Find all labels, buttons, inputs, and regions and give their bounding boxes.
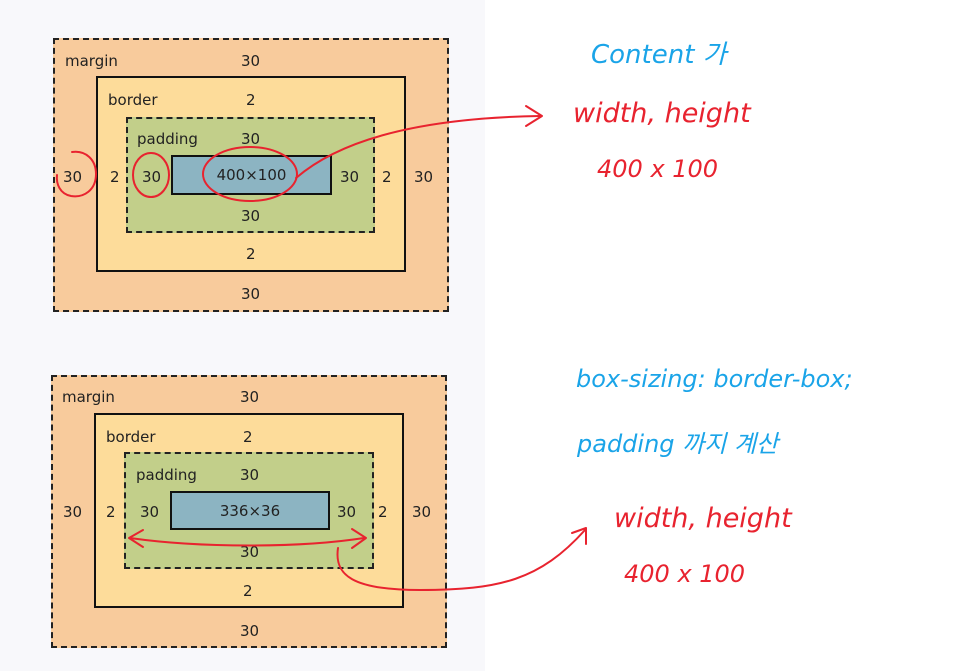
padding-right-value: 30: [340, 168, 360, 186]
content-size-label: 400×100: [216, 166, 287, 184]
content-size-label: 336×36: [219, 501, 281, 520]
padding-label: padding: [137, 130, 198, 148]
note-width-height-bottom: width, height: [614, 503, 792, 534]
note-width-height-top: width, height: [573, 98, 751, 129]
margin-left-value: 30: [63, 168, 83, 186]
arrow-head-bottom: [571, 527, 587, 545]
margin-label: margin: [62, 388, 115, 406]
margin-bottom-value: 30: [241, 285, 261, 303]
border-left-value: 2: [110, 168, 120, 186]
border-top-value: 2: [246, 91, 256, 109]
border-bottom-value: 2: [246, 245, 256, 263]
double-arrow-right-head: [351, 528, 367, 549]
padding-top-value: 30: [241, 130, 261, 148]
circle-margin-left: [55, 150, 97, 198]
double-arrow-width: [129, 537, 365, 547]
padding-bottom-value: 30: [241, 207, 261, 225]
arrow-head-top: [525, 105, 543, 127]
border-right-value: 2: [378, 503, 388, 521]
note-box-sizing: box-sizing: border-box;: [576, 365, 853, 393]
padding-left-value: 30: [142, 168, 162, 186]
margin-left-value: 30: [63, 503, 83, 521]
note-size-bottom: 400 x 100: [624, 560, 746, 588]
margin-right-value: 30: [414, 168, 434, 186]
padding-top-value: 30: [240, 466, 260, 484]
padding-right-value: 30: [337, 503, 357, 521]
margin-top-value: 30: [241, 52, 261, 70]
circle-padding-left: [132, 152, 170, 198]
padding-label: padding: [136, 466, 197, 484]
content-area: 336×36: [170, 491, 330, 530]
content-area: 400×100: [171, 155, 332, 195]
arrow-to-bottom-note: [336, 529, 586, 591]
margin-right-value: 30: [412, 503, 432, 521]
arrow-to-top-note: [295, 115, 541, 179]
note-padding-calc: padding 까지 계산: [577, 430, 779, 458]
margin-label: margin: [65, 52, 118, 70]
double-arrow-left-head: [128, 529, 144, 548]
margin-bottom-value: 30: [240, 622, 260, 640]
padding-left-value: 30: [140, 503, 160, 521]
note-size-top: 400 x 100: [597, 155, 719, 183]
border-label: border: [108, 91, 158, 109]
border-bottom-value: 2: [243, 582, 253, 600]
circle-content-size: [202, 146, 298, 202]
margin-top-value: 30: [240, 388, 260, 406]
padding-bottom-value: 30: [240, 543, 260, 561]
border-top-value: 2: [243, 428, 253, 446]
border-right-value: 2: [382, 168, 392, 186]
border-left-value: 2: [106, 503, 116, 521]
note-content: Content 가: [591, 40, 727, 70]
border-label: border: [106, 428, 156, 446]
